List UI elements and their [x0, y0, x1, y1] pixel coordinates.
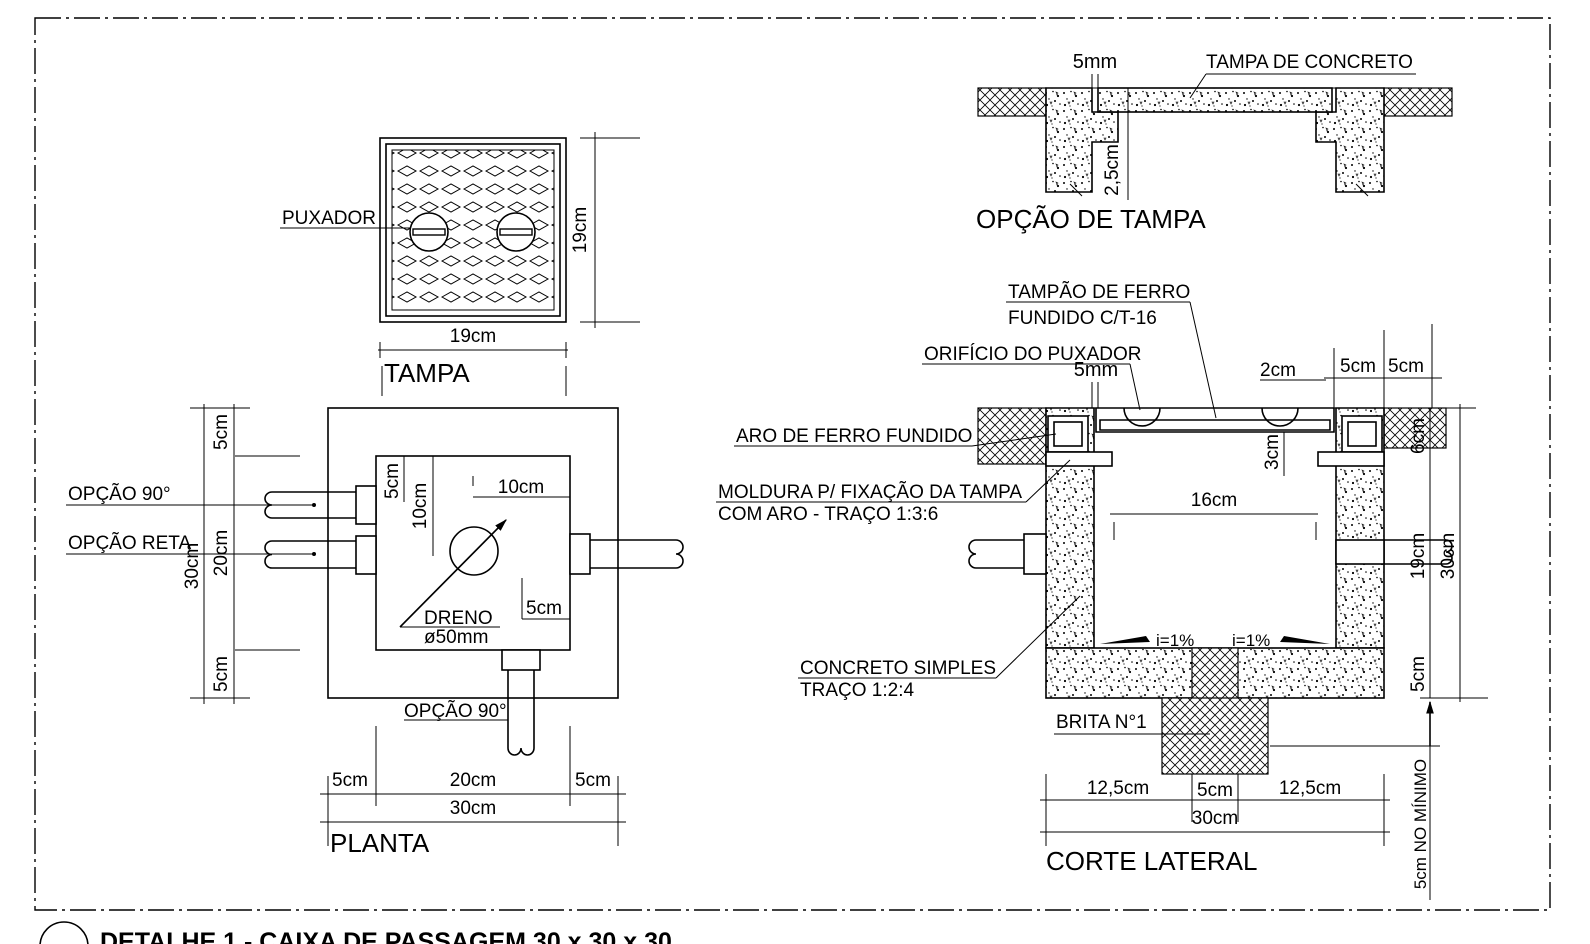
label-tampao-2: FUNDIDO C/T-16 [1008, 308, 1157, 329]
sheet-border [34, 17, 1551, 911]
svg-text:5cm: 5cm [382, 463, 403, 499]
label-slope-left: i=1% [1156, 631, 1194, 650]
svg-text:10cm: 10cm [410, 483, 431, 529]
label-moldura-1: MOLDURA P/ FIXAÇÃO DA TAMPA [718, 481, 1022, 503]
svg-text:19cm: 19cm [1408, 533, 1429, 579]
svg-text:2cm: 2cm [1260, 360, 1296, 381]
label-opcao-90-bottom: OPÇÃO 90° [404, 700, 507, 722]
svg-text:5cm: 5cm [211, 656, 232, 692]
label-aro: ARO DE FERRO FUNDIDO [736, 426, 972, 447]
corte-lateral-view: i=1% i=1% TAMPÃO DE FERRO FUNDIDO C/T-16… [716, 281, 1488, 900]
concrete-lid [1097, 87, 1333, 113]
svg-text:5cm: 5cm [526, 598, 562, 619]
title-corte-lateral: CORTE LATERAL [1046, 846, 1257, 876]
svg-text:16cm: 16cm [1191, 490, 1237, 511]
label-moldura-2: COM ARO - TRAÇO 1:3:6 [718, 504, 938, 525]
svg-text:30cm: 30cm [450, 798, 496, 819]
planta-view: DRENO ø50mm 5cm 10cm 10cm 5cm 5cm 20cm 5… [66, 404, 684, 858]
label-slope-right: i=1% [1232, 631, 1270, 650]
label-dreno: DRENO [424, 608, 493, 629]
detail-title: DETALHE 1 - CAIXA DE PASSAGEM 30 x 30 x … [39, 921, 672, 944]
label-orificio: ORIFÍCIO DO PUXADOR [924, 344, 1141, 365]
svg-text:2,5cm: 2,5cm [1102, 144, 1123, 196]
svg-text:5cm: 5cm [1408, 656, 1429, 692]
title-tampa: TAMPA [384, 358, 470, 388]
label-tampa-concreto: TAMPA DE CONCRETO [1206, 52, 1413, 73]
svg-text:5cm: 5cm [575, 770, 611, 791]
svg-text:20cm: 20cm [450, 770, 496, 791]
svg-text:5cm: 5cm [1340, 356, 1376, 377]
svg-text:30cm: 30cm [1438, 533, 1459, 579]
tampao-ferro [1095, 407, 1335, 433]
label-tampao-1: TAMPÃO DE FERRO [1008, 281, 1190, 303]
dim-tampa-h: 19cm [570, 207, 591, 253]
label-concreto-2: TRAÇO 1:2:4 [800, 680, 914, 701]
svg-text:5cm: 5cm [1388, 356, 1424, 377]
label-brita: BRITA N°1 [1056, 712, 1147, 733]
svg-text:12,5cm: 12,5cm [1279, 778, 1341, 799]
svg-text:12,5cm: 12,5cm [1087, 778, 1149, 799]
svg-text:6cm: 6cm [1408, 418, 1429, 454]
svg-text:5cm: 5cm [211, 414, 232, 450]
title-planta: PLANTA [330, 828, 430, 858]
label-puxador: PUXADOR [282, 208, 376, 229]
title-opcao-tampa: OPÇÃO DE TAMPA [976, 204, 1206, 234]
svg-text:5mm: 5mm [1074, 359, 1118, 381]
svg-text:5mm: 5mm [1073, 51, 1117, 73]
svg-text:10cm: 10cm [498, 477, 544, 498]
svg-text:5cm: 5cm [1197, 780, 1233, 801]
svg-text:20cm: 20cm [211, 530, 232, 576]
dim-tampa-w: 19cm [450, 326, 496, 347]
tampa-view: PUXADOR 19cm 19cm TAMPA [280, 132, 640, 396]
label-opcao-reta: OPÇÃO RETA [68, 532, 191, 554]
label-min-depth: 5cm NO MÍNIMO [1411, 759, 1430, 889]
svg-text:5cm: 5cm [332, 770, 368, 791]
svg-text:30cm: 30cm [1192, 808, 1238, 829]
label-concreto-1: CONCRETO SIMPLES [800, 658, 996, 679]
opcao-tampa-view: 5mm 2,5cm TAMPA DE CONCRETO OPÇÃO DE TAM… [976, 51, 1453, 234]
svg-text:3cm: 3cm [1262, 434, 1283, 470]
label-opcao-90-left: OPÇÃO 90° [68, 483, 171, 505]
label-dreno-diam: ø50mm [424, 627, 488, 648]
dreno-circle [449, 526, 499, 576]
svg-text:DETALHE 1 - CAIXA DE PASSAGEM: DETALHE 1 - CAIXA DE PASSAGEM 30 x 30 x … [100, 928, 672, 944]
